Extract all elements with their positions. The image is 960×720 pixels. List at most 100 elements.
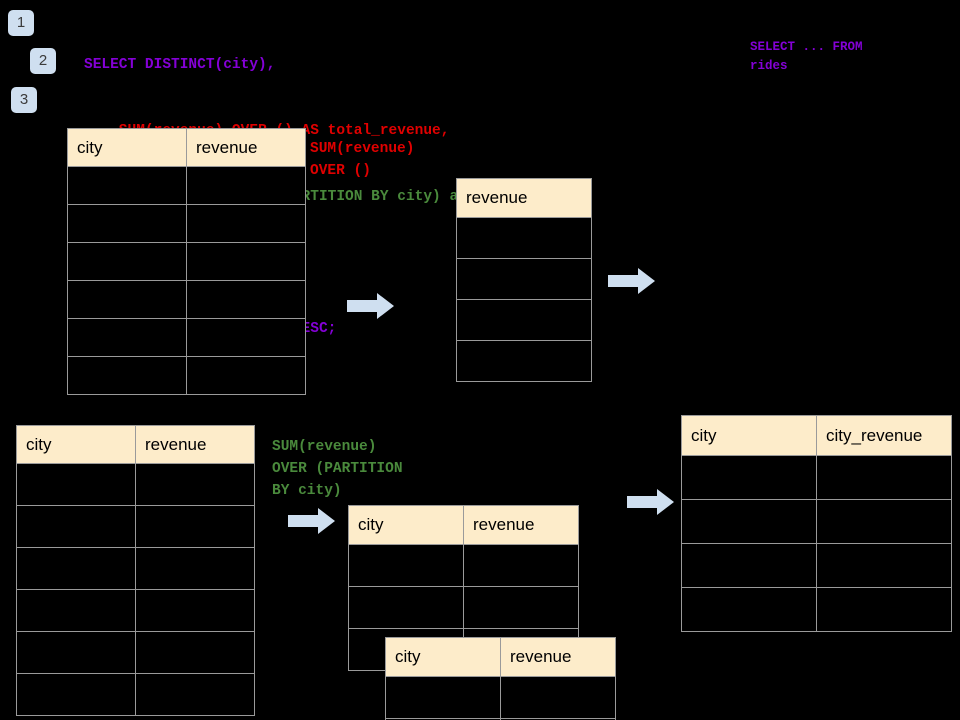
cell [16, 463, 136, 506]
cell [348, 586, 464, 629]
cell [816, 543, 952, 588]
annotation-sum-over-partition: SUM(revenue) OVER (PARTITION BY city) [272, 439, 403, 499]
step-badge-3: 3 [11, 87, 37, 113]
column-header-city: city [348, 505, 464, 545]
table-row [348, 544, 579, 587]
cell [816, 455, 952, 500]
total-revenue-table: revenue [456, 178, 592, 382]
cell [135, 631, 255, 674]
column-header-city: city [385, 637, 501, 677]
cell [456, 258, 592, 300]
column-header-city-revenue: city_revenue [816, 415, 952, 456]
table-row [16, 589, 255, 632]
cell [186, 280, 306, 319]
cell [816, 587, 952, 632]
cell [186, 204, 306, 243]
cell [135, 673, 255, 716]
table-header-row: city revenue [385, 637, 616, 677]
table-row [385, 676, 616, 719]
cell [67, 242, 187, 281]
cell [67, 318, 187, 357]
rides-source-table-partitioned: city revenue [16, 425, 255, 716]
final-result-table: city city_revenue [681, 415, 952, 632]
column-header-revenue: revenue [186, 128, 306, 167]
cell [681, 543, 817, 588]
column-header-revenue: revenue [456, 178, 592, 218]
cell [135, 589, 255, 632]
table-row [681, 543, 952, 588]
flow-arrow-icon [608, 266, 656, 296]
cell [16, 631, 136, 674]
cell [348, 544, 464, 587]
flow-arrow-icon [627, 487, 675, 517]
table-row [456, 217, 592, 259]
table-row [16, 547, 255, 590]
table-row [16, 505, 255, 548]
cell [135, 463, 255, 506]
cell [186, 242, 306, 281]
table-row [456, 299, 592, 341]
cell [463, 586, 579, 629]
cell [456, 217, 592, 259]
cell [500, 676, 616, 719]
flow-arrow-icon [288, 506, 336, 536]
table-row [16, 463, 255, 506]
cell [681, 455, 817, 500]
partition-group-table-front: city revenue [385, 637, 616, 720]
cell [186, 356, 306, 395]
cell [16, 547, 136, 590]
table-row [67, 204, 306, 243]
table-header-row: city revenue [67, 128, 306, 167]
cell [500, 718, 616, 720]
cell [67, 204, 187, 243]
table-header-row: city city_revenue [681, 415, 952, 456]
cell [135, 505, 255, 548]
table-row [385, 718, 616, 720]
table-row [67, 242, 306, 281]
table-header-row: city revenue [16, 425, 255, 464]
cell [67, 280, 187, 319]
cell [67, 356, 187, 395]
table-row [67, 356, 306, 395]
table-row [16, 673, 255, 716]
cell [67, 166, 187, 205]
table-row [681, 587, 952, 632]
table-row [456, 258, 592, 300]
table-row [67, 318, 306, 357]
cell [463, 544, 579, 587]
cell [135, 547, 255, 590]
step-badge-1: 1 [8, 10, 34, 36]
column-header-revenue: revenue [463, 505, 579, 545]
cell [681, 587, 817, 632]
table-row [67, 280, 306, 319]
flow-arrow-icon [347, 291, 395, 321]
cell [16, 505, 136, 548]
sql-line-1: SELECT DISTINCT(city), [84, 57, 276, 73]
cell [456, 299, 592, 341]
table-row [456, 340, 592, 382]
column-header-revenue: revenue [135, 425, 255, 464]
cell [186, 166, 306, 205]
annotation-sum-over-empty: SUM(revenue) OVER () [310, 141, 415, 179]
cell [16, 589, 136, 632]
table-row [348, 586, 579, 629]
partition-group-table-back: city revenue [348, 505, 579, 671]
column-header-revenue: revenue [500, 637, 616, 677]
rides-source-table: city revenue [67, 128, 306, 395]
column-header-city: city [16, 425, 136, 464]
cell [456, 340, 592, 382]
table-header-row: revenue [456, 178, 592, 218]
cell [681, 499, 817, 544]
table-header-row: city revenue [348, 505, 579, 545]
cell [385, 676, 501, 719]
step-badge-2: 2 [30, 48, 56, 74]
cell [816, 499, 952, 544]
column-header-city: city [67, 128, 187, 167]
table-row [681, 499, 952, 544]
cell [186, 318, 306, 357]
column-header-city: city [681, 415, 817, 456]
annotation-select-from-rides: SELECT ... FROM rides [750, 40, 863, 73]
table-row [67, 166, 306, 205]
table-row [681, 455, 952, 500]
